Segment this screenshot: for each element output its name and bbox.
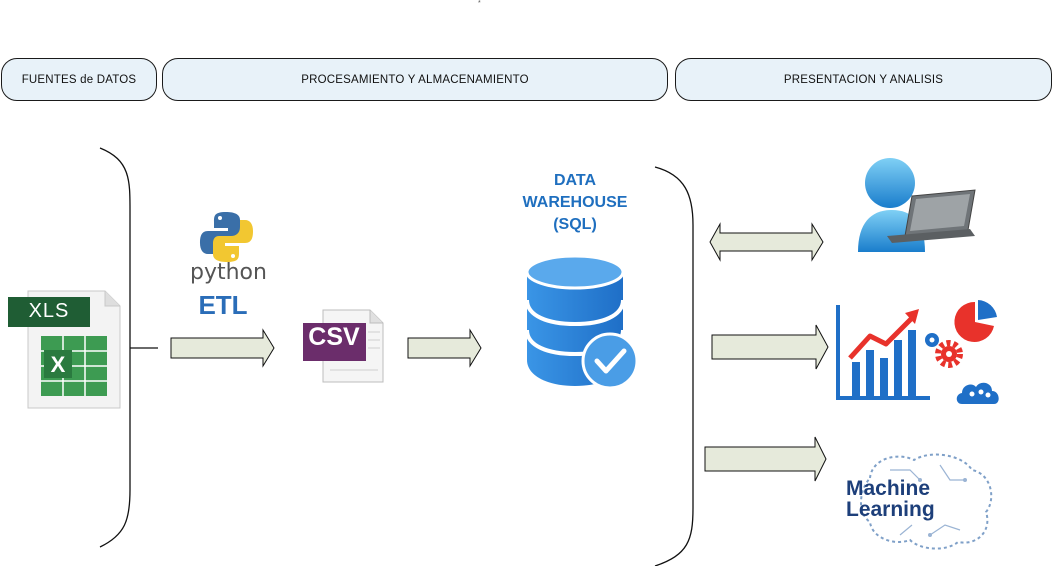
- top-mark: *: [478, 0, 481, 7]
- csv-file-icon: [303, 309, 384, 383]
- xls-label: XLS: [28, 300, 70, 322]
- stage-sources-header: FUENTES de DATOS: [1, 58, 157, 101]
- dw-line-1: DATA: [553, 172, 597, 189]
- arrow-sources-to-etl: [170, 328, 275, 368]
- svg-text:X: X: [51, 352, 66, 377]
- ml-line-1: Machine: [846, 477, 931, 500]
- sources-bracket: [99, 147, 131, 548]
- analytics-chart-icon: [836, 305, 930, 400]
- gear-icon: [925, 333, 963, 368]
- arrow-csv-to-warehouse: [407, 328, 482, 368]
- cloud-users-icon: [956, 382, 999, 404]
- dw-line-3: (SQL): [553, 216, 597, 233]
- python-logo-icon: [200, 212, 253, 262]
- xls-file-icon: X: [8, 290, 121, 409]
- arrow-to-analytics: [711, 324, 829, 370]
- database-check-icon: [525, 254, 639, 390]
- stage-presentation-header: PRESENTACION Y ANALISIS: [675, 58, 1052, 101]
- machine-learning-brain-icon: [860, 453, 993, 550]
- ml-line-2: Learning: [846, 498, 935, 521]
- pie-chart-icon: [954, 300, 997, 342]
- user-laptop-icon: [858, 158, 976, 252]
- machine-learning-label: Machine Learning: [846, 478, 976, 520]
- python-label: python: [190, 260, 267, 285]
- etl-label: ETL: [198, 290, 248, 320]
- arrow-bidirectional-user: [709, 222, 824, 262]
- processing-bracket: [654, 166, 694, 566]
- stage-processing-header: PROCESAMIENTO Y ALMACENAMIENTO: [162, 58, 668, 101]
- csv-label: CSV: [308, 323, 360, 351]
- dw-line-2: WAREHOUSE: [522, 194, 628, 211]
- data-warehouse-label: DATA WAREHOUSE (SQL): [505, 170, 645, 236]
- arrow-to-ml: [704, 436, 827, 482]
